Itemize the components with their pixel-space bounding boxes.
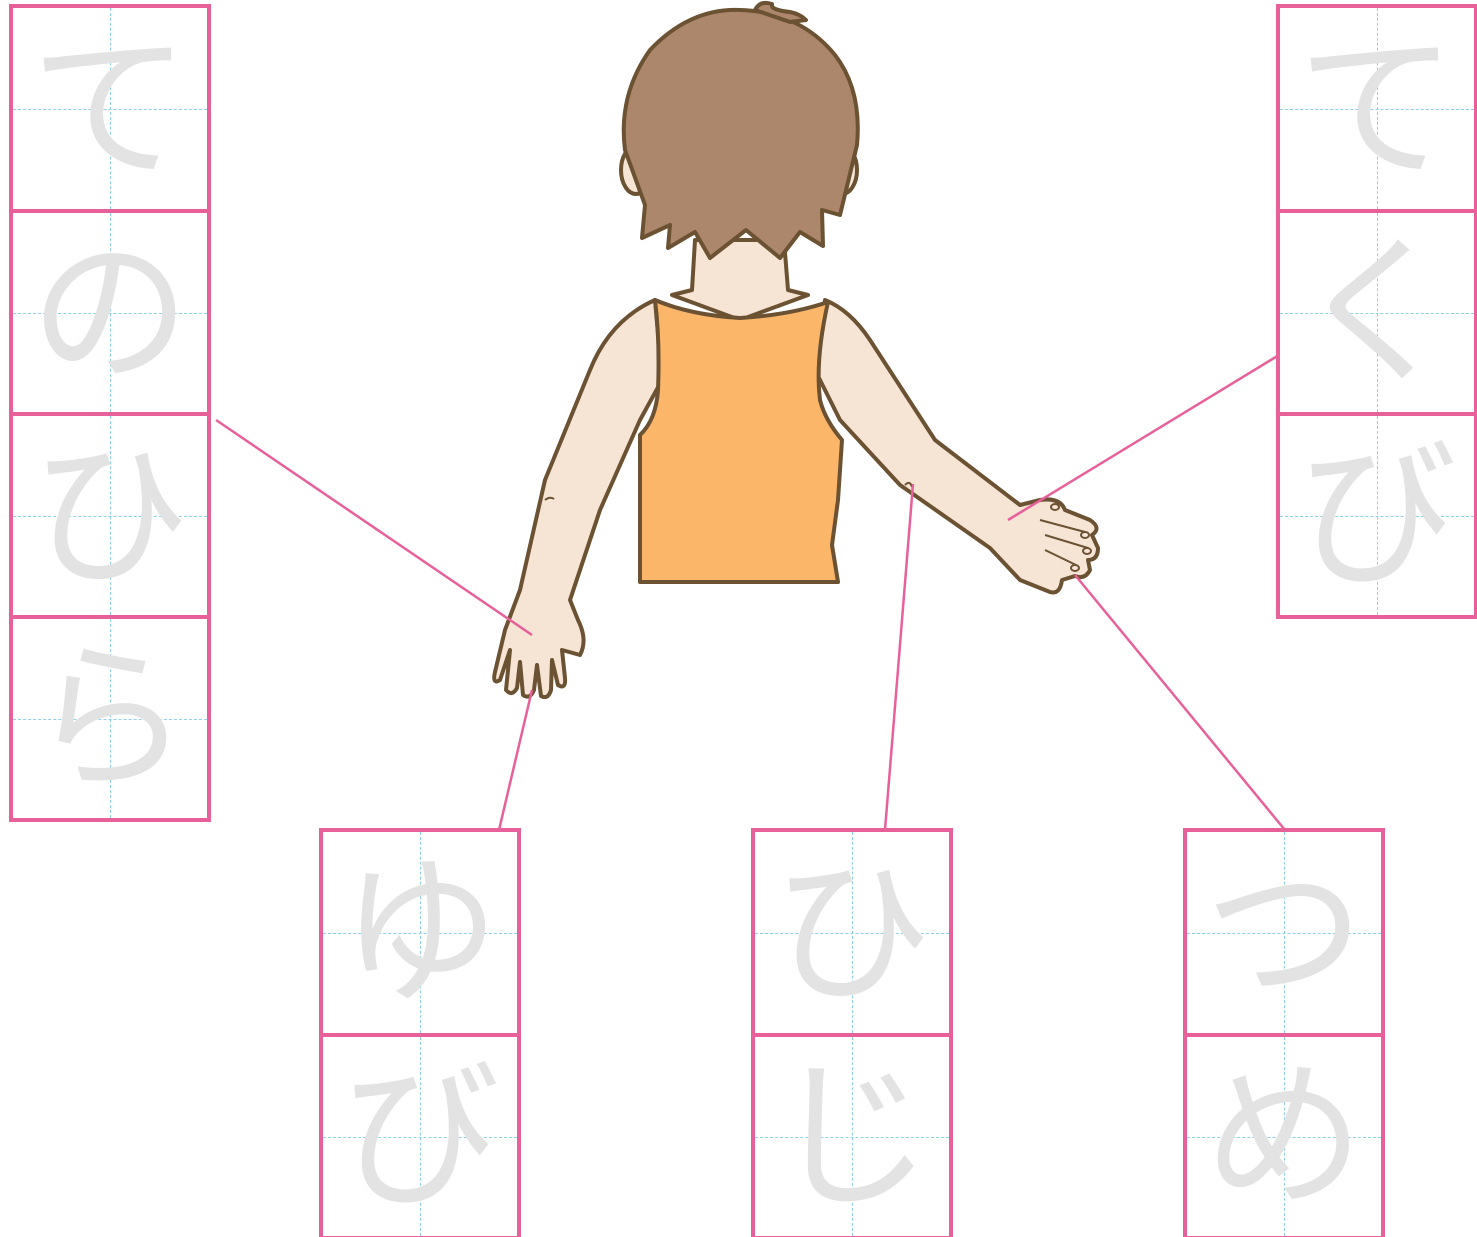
leader-nail <box>1075 575 1285 830</box>
leader-wrist <box>1008 355 1279 520</box>
trace-char: つ <box>1187 832 1381 1033</box>
trace-char: ゆ <box>323 832 517 1033</box>
trace-char: ら <box>13 619 207 818</box>
trace-char: び <box>1280 416 1474 615</box>
writing-cell[interactable]: め <box>1187 1033 1381 1236</box>
trace-char: び <box>323 1037 517 1236</box>
box-hiji[interactable]: ひ じ <box>751 828 953 1237</box>
box-tenohira[interactable]: て の ひ ら <box>9 4 211 822</box>
box-yubi[interactable]: ゆ び <box>319 828 521 1237</box>
trace-char: て <box>13 8 207 209</box>
leader-finger <box>499 690 532 830</box>
writing-cell[interactable]: じ <box>755 1033 949 1236</box>
writing-cell[interactable]: つ <box>1187 832 1381 1033</box>
writing-cell[interactable]: ひ <box>755 832 949 1033</box>
trace-char: じ <box>755 1037 949 1236</box>
leader-palm <box>216 420 532 635</box>
box-tekubi[interactable]: て く び <box>1276 4 1477 619</box>
trace-char: く <box>1280 213 1474 412</box>
trace-char: て <box>1280 8 1474 209</box>
writing-cell[interactable]: の <box>13 209 207 412</box>
writing-cell[interactable]: び <box>1280 412 1474 615</box>
writing-cell[interactable]: て <box>13 8 207 209</box>
trace-char: ひ <box>13 416 207 615</box>
writing-cell[interactable]: び <box>323 1033 517 1236</box>
writing-cell[interactable]: ひ <box>13 412 207 615</box>
writing-cell[interactable]: く <box>1280 209 1474 412</box>
trace-char: め <box>1187 1037 1381 1236</box>
trace-char: ひ <box>755 832 949 1033</box>
writing-cell[interactable]: て <box>1280 8 1474 209</box>
trace-char: の <box>13 213 207 412</box>
writing-cell[interactable]: ら <box>13 615 207 818</box>
writing-cell[interactable]: ゆ <box>323 832 517 1033</box>
leader-elbow <box>885 484 913 830</box>
box-tsume[interactable]: つ め <box>1183 828 1385 1237</box>
